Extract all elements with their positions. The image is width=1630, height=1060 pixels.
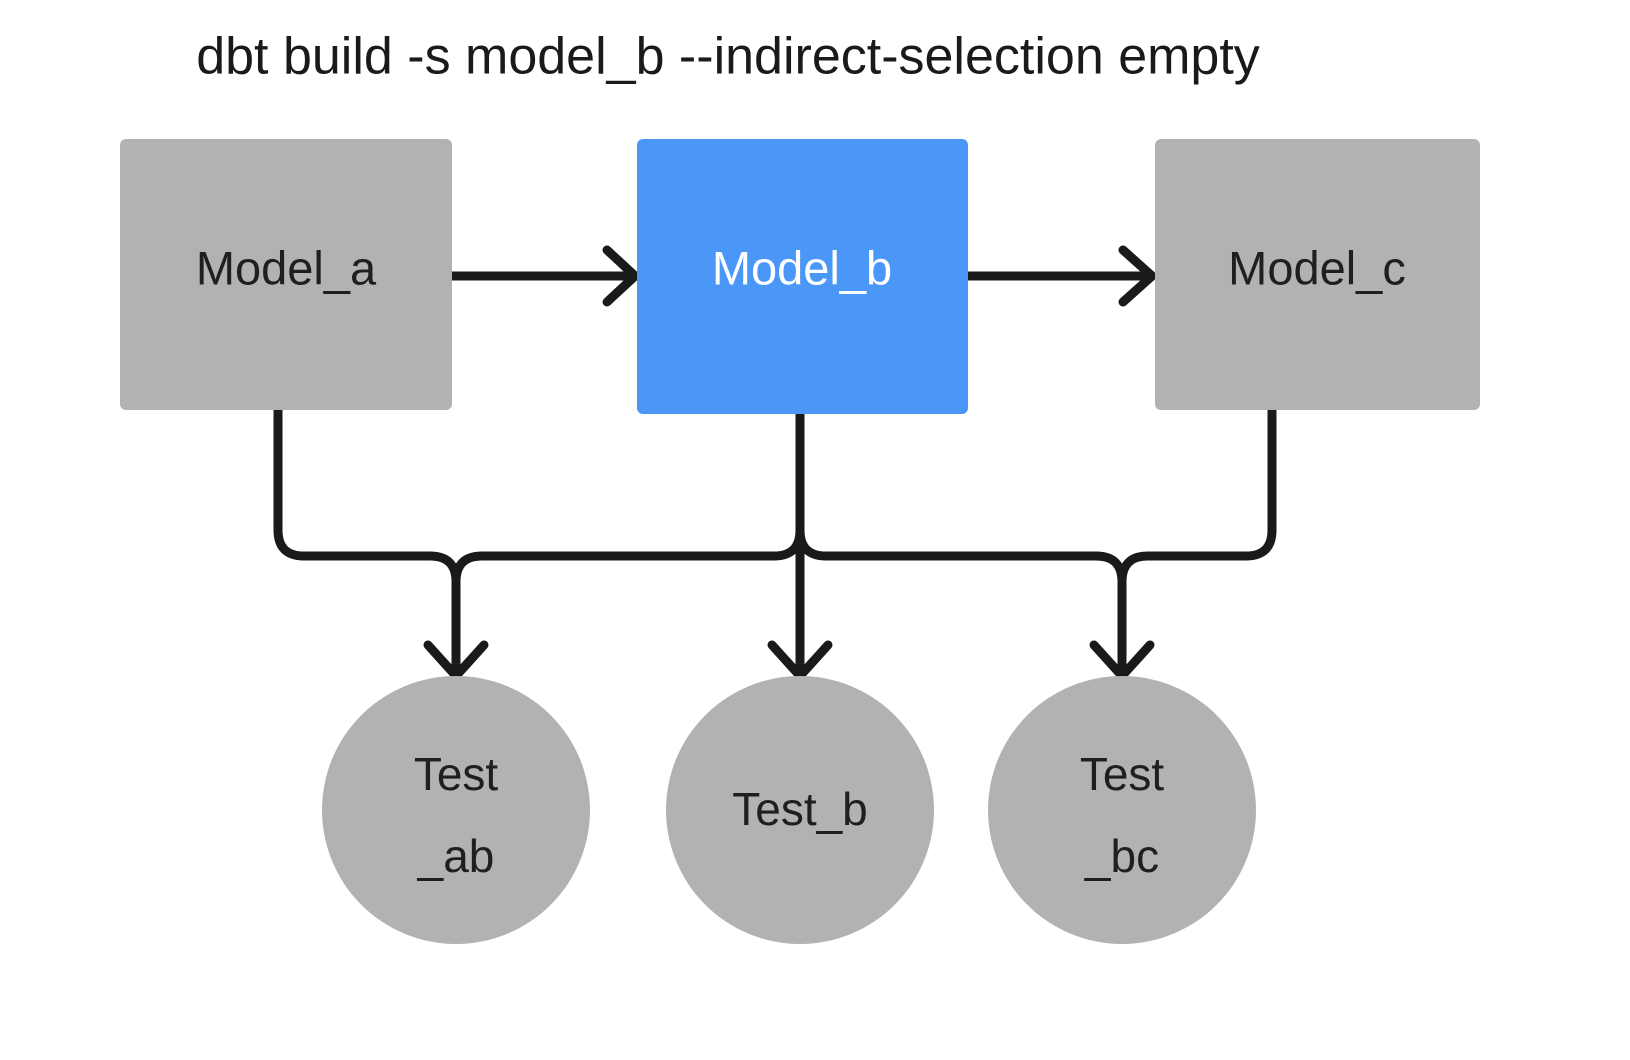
node-model-c-label: Model_c [1228,241,1406,294]
node-test-b-label-line1: Test_b [732,783,868,835]
node-test-ab-label-line1: Test [414,748,499,800]
node-test-bc-shape[interactable] [988,676,1256,944]
node-model-c[interactable]: Model_c [1155,139,1480,410]
edge-model-b-to-test-ab [451,414,805,672]
node-model-a-label: Model_a [196,241,377,294]
node-test-ab-label-line2: _ab [417,830,495,882]
node-test-bc-label-line2: _bc [1084,830,1159,882]
node-model-b[interactable]: Model_b [637,139,968,414]
node-test-bc[interactable]: Test _bc [988,676,1256,944]
node-model-a[interactable]: Model_a [120,139,452,410]
node-model-b-shape[interactable] [637,139,968,414]
node-test-b-shape[interactable] [666,676,934,944]
edge-model-c-to-test-bc [1089,410,1277,681]
node-model-b-label: Model_b [712,241,892,294]
node-test-bc-label-line1: Test [1080,748,1165,800]
edge-model-b-to-test-bc [795,414,1127,672]
node-model-c-shape[interactable] [1155,139,1480,410]
edge-model-b-to-model-c [968,245,1157,307]
node-test-ab[interactable]: Test _ab [322,676,590,944]
edge-model-a-to-model-b [452,245,640,307]
node-model-a-shape[interactable] [120,139,452,410]
node-test-b[interactable]: Test_b [666,676,934,944]
node-test-ab-shape[interactable] [322,676,590,944]
page-title: dbt build -s model_b --indirect-selectio… [196,28,1260,86]
